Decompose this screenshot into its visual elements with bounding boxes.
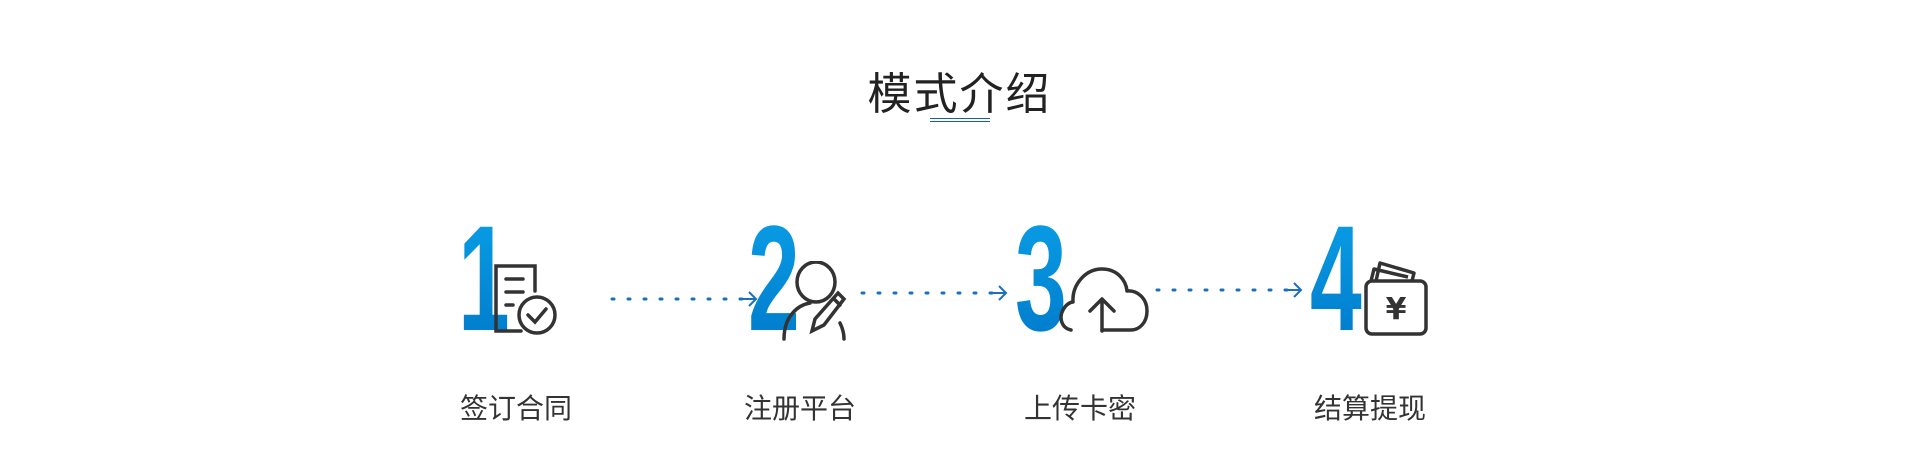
yuan-symbol: ¥: [1386, 292, 1407, 327]
contract-check-icon: [494, 264, 557, 335]
user-edit-icon: [782, 261, 847, 341]
step-2: 2 注册平台: [744, 203, 948, 425]
step-label: 签订合同: [459, 392, 572, 425]
step-4: 4 ¥ 结算提现: [1310, 203, 1510, 425]
dotted-arrow-3: [1155, 282, 1303, 298]
step-label: 结算提现: [1313, 392, 1426, 425]
step-number: 3: [1015, 194, 1067, 362]
step-number: 2: [748, 194, 800, 362]
wallet-yuan-icon: ¥: [1364, 261, 1428, 336]
cloud-upload-icon: [1059, 267, 1149, 333]
dotted-arrow-1: [610, 291, 758, 307]
step-number: 1: [458, 194, 510, 362]
dotted-arrow-2: [860, 285, 1008, 301]
title-underline: [930, 118, 990, 122]
step-1: 1 签订合同: [458, 203, 658, 425]
step-label: 注册平台: [743, 392, 856, 425]
step-3: 3 上传卡密: [1015, 203, 1215, 425]
page-title: 模式介绍: [867, 69, 1052, 120]
step-label: 上传卡密: [1023, 392, 1136, 425]
step-number: 4: [1310, 194, 1362, 362]
